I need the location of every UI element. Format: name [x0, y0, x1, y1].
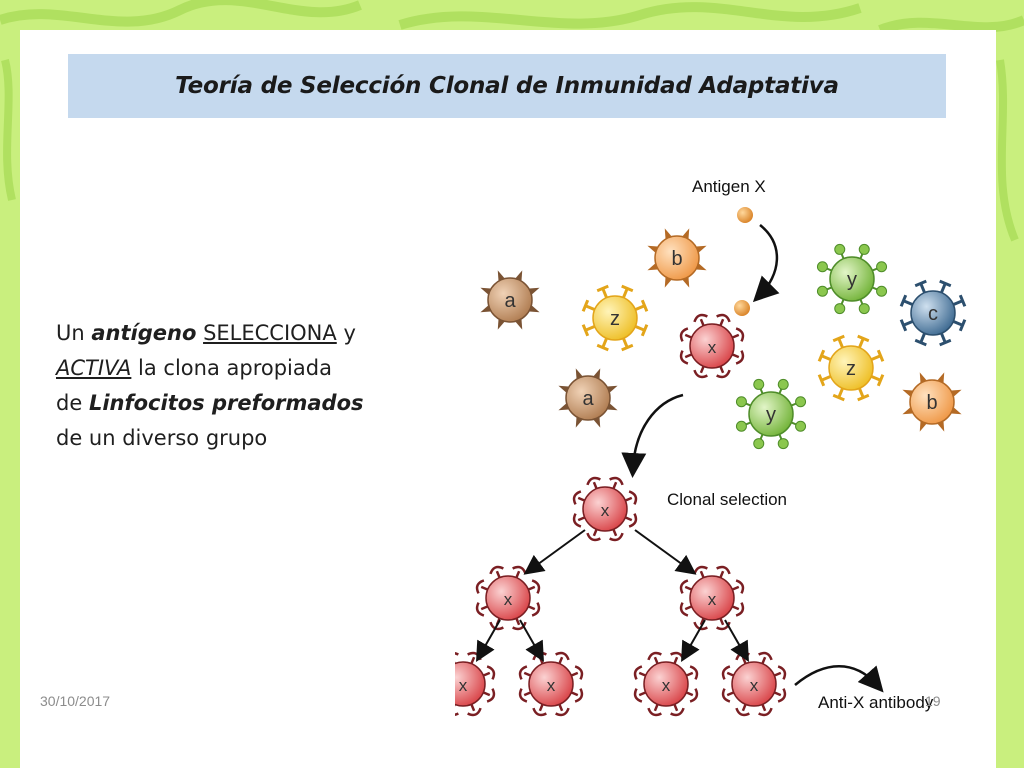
footer-date: 30/10/2017: [40, 693, 111, 709]
cell-label: x: [459, 676, 468, 695]
cell-label: z: [610, 308, 620, 330]
lymphocyte-cell-z1: z: [581, 284, 649, 352]
tree-arrow: [519, 619, 544, 662]
tree-arrow: [523, 529, 586, 575]
cell-label: x: [750, 676, 759, 695]
page-title: Teoría de Selección Clonal de Inmunidad …: [175, 73, 839, 99]
lymphocyte-cell-x5: x: [518, 651, 584, 717]
body-emphasis-antigeno: antígeno: [91, 321, 197, 345]
body-underline-selecciona: SELECCIONA: [203, 321, 337, 345]
cell-label: c: [928, 303, 938, 325]
lymphocyte-cell-c1: c: [899, 279, 967, 347]
tree-arrow: [476, 619, 501, 662]
lymphocyte-cell-a2: a: [558, 368, 618, 428]
cell-label: x: [708, 338, 717, 357]
antibody-label: Anti-X antibody: [818, 693, 934, 712]
lymphocyte-cell-x4: x: [455, 651, 496, 717]
tree-arrow: [681, 619, 706, 662]
lymphocyte-cell-x2: x: [475, 565, 541, 631]
cell-label: x: [662, 676, 671, 695]
clonal-selection-label: Clonal selection: [667, 490, 787, 509]
lymphocyte-cell-a1: a: [480, 270, 540, 330]
body-text-1: Un: [56, 321, 92, 345]
lymphocyte-cell-y1: y: [816, 243, 888, 315]
lymphocyte-cell-x6: x: [633, 651, 699, 717]
antigen-particle-icon: [737, 207, 753, 223]
footer-page-number: 19: [925, 693, 941, 709]
lymphocyte-cell-x7: x: [721, 651, 787, 717]
body-emphasis-linfocitos: Linfocitos preformados: [88, 391, 364, 415]
clonal-selection-diagram: a b z x y c a z y b x x x x x x x Antigen X Clonal selec…: [455, 177, 967, 717]
body-text-5: de: [56, 391, 89, 415]
antigen-arrow: [752, 224, 780, 303]
body-text-4: la clona apropiada: [131, 356, 332, 380]
title-box: Teoría de Selección Clonal de Inmunidad …: [68, 54, 946, 118]
body-text-3: y: [336, 321, 356, 345]
lymphocyte-cell-x0: x: [679, 313, 745, 379]
antibody-arrow: [794, 665, 884, 693]
body-paragraph: Un antígeno SELECCIONA y ACTIVA la clona…: [56, 316, 436, 456]
cell-label: a: [504, 290, 516, 312]
cell-label: x: [547, 676, 556, 695]
cell-label: b: [926, 392, 937, 414]
cell-label: x: [708, 590, 717, 609]
selection-arrow: [621, 393, 684, 478]
cell-label: a: [582, 388, 594, 410]
antigen-label: Antigen X: [692, 177, 766, 196]
cell-label: z: [846, 358, 856, 380]
lymphocyte-cell-b1: b: [647, 228, 707, 288]
lymphocyte-cell-x3: x: [679, 565, 745, 631]
cell-label: x: [504, 590, 513, 609]
body-underline-activa: ACTIVA: [56, 356, 132, 380]
lymphocyte-cell-z2: z: [817, 334, 885, 402]
lymphocyte-cell-y2: y: [735, 378, 807, 450]
tree-arrow: [634, 529, 697, 575]
cell-label: y: [766, 404, 776, 426]
cell-label: y: [847, 269, 857, 291]
antigen-bound-icon: [734, 300, 750, 316]
slide: Teoría de Selección Clonal de Inmunidad …: [20, 30, 996, 768]
cell-label: x: [601, 501, 610, 520]
cell-label: b: [671, 248, 682, 270]
body-text-6: de un diverso grupo: [56, 426, 268, 450]
lymphocyte-cell-b2: b: [902, 372, 962, 432]
tree-arrow: [724, 619, 749, 662]
lymphocyte-cell-x1: x: [572, 476, 638, 542]
